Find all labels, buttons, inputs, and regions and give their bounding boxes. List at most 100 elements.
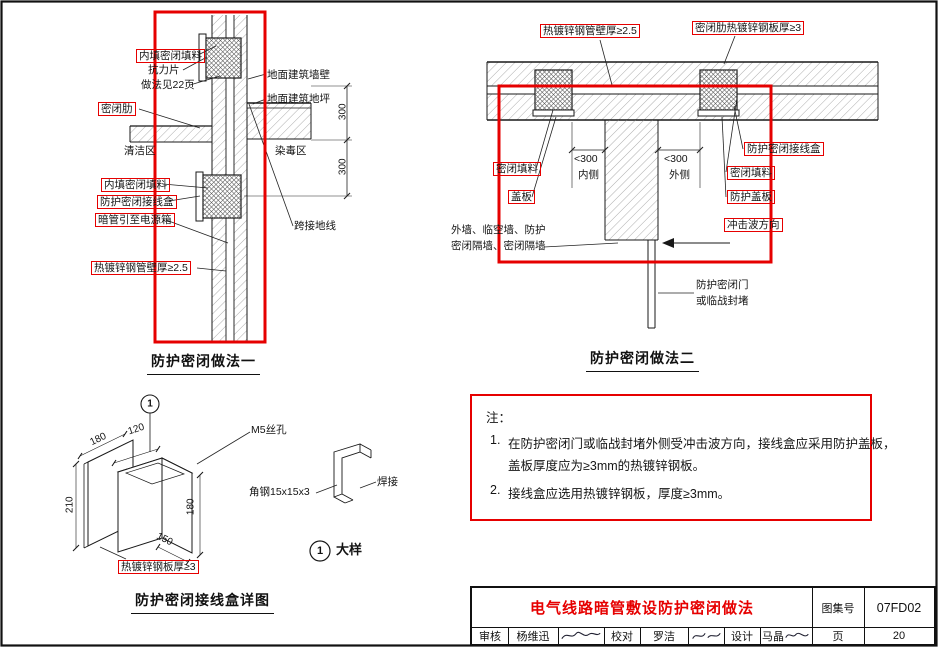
reviewer-name: 杨维迅	[516, 630, 550, 643]
box-b-cover-plate	[697, 109, 740, 117]
callout-circle-legend	[309, 540, 331, 562]
designer-name-cell: 马晶	[760, 627, 812, 644]
note-1-number: 1.	[490, 433, 501, 447]
label-cover-plate: 盖板	[508, 190, 535, 205]
detail2-leaders	[531, 35, 744, 294]
checker-name-cell: 罗洁	[640, 627, 688, 644]
callout-number-top: 1	[147, 399, 153, 410]
shockwave-arrow	[662, 238, 730, 248]
detail2-wall-plan	[486, 61, 879, 329]
cell-divider	[760, 627, 762, 644]
reviewer-label-cell: 审核	[472, 627, 508, 644]
note-1-line2: 盖板厚度应为≥3mm的热镀锌钢板。	[508, 459, 706, 473]
atlas-number-value-cell: 07FD02	[864, 588, 934, 627]
label-door-line1: 防护密闭门	[696, 279, 749, 291]
checker-name: 罗洁	[653, 630, 675, 643]
label-detail-name: 大样	[336, 542, 363, 557]
designer-label: 设计	[731, 630, 753, 643]
label-toxic-zone: 染毒区	[275, 145, 307, 157]
detail2-title: 防护密闭做法二	[586, 348, 699, 372]
notes-heading: 注：	[486, 411, 512, 425]
detail3-isometric-box	[72, 394, 377, 566]
label-resist-plate: 抗力片	[148, 64, 180, 76]
dimension-outer-side: 外侧	[669, 169, 690, 181]
reviewer-signature-scribble	[561, 631, 601, 640]
cell-divider	[640, 627, 642, 644]
note-2-number: 2.	[490, 483, 501, 497]
atlas-number-label-cell: 图集号	[812, 588, 864, 627]
label-ground-jumper: 跨接地线	[294, 220, 336, 232]
annotation-box-detail1	[153, 10, 267, 344]
notes-box: 注： 1. 在防护密闭门或临战封堵外侧受冲击波方向，接线盒应采用防护盖板， 盖板…	[470, 394, 896, 521]
title-block-col-divider-1	[812, 588, 814, 644]
atlas-number-label: 图集号	[821, 602, 855, 615]
box-a-cover-plate	[532, 109, 575, 117]
page-label-cell: 页	[812, 627, 864, 644]
label-rib-plate: 密闭肋热镀锌钢板厚≥3	[692, 21, 805, 36]
label-plate-spec: 热镀锌钢板厚≥3	[118, 560, 199, 575]
reviewer-label: 审核	[479, 630, 501, 643]
reviewer-signature-cell	[558, 627, 604, 644]
drawing-title-cell: 电气线路暗管敷设防护密闭做法	[472, 588, 812, 627]
page-number: 20	[892, 629, 906, 642]
cell-divider	[558, 627, 560, 644]
callout-number-legend: 1	[317, 545, 323, 557]
cell-divider	[724, 627, 726, 644]
box-opening	[124, 462, 186, 485]
note-2-line1: 接线盒应选用热镀锌钢板，厚度≥3mm。	[508, 487, 731, 501]
label-weld: 焊接	[377, 476, 398, 488]
label-junction-box-2: 防护密闭接线盒	[744, 142, 824, 157]
cell-divider	[688, 627, 690, 644]
label-junction-box-1: 防护密闭接线盒	[97, 195, 177, 210]
detail3-title: 防护密闭接线盒详图	[131, 590, 274, 614]
page-label: 页	[832, 630, 844, 643]
label-seal-rib: 密闭肋	[98, 102, 136, 117]
label-method-ref: 做法见22页	[141, 79, 195, 91]
label-walls-line2: 密闭隔墙、密闭隔墙	[451, 240, 546, 252]
label-m5-hole: M5丝孔	[251, 424, 287, 436]
title-block-row-divider	[472, 627, 934, 629]
label-protective-cover: 防护盖板	[727, 190, 775, 205]
detail1-wall-section	[129, 15, 312, 342]
label-ground-floor: 地面建筑地坪	[267, 93, 330, 105]
dimension-outer-value: <300	[664, 153, 688, 165]
box-side-face	[161, 457, 193, 554]
label-walls-line1: 外墙、临空墙、防护	[451, 224, 546, 236]
angle-steel-piece	[333, 443, 372, 504]
drawing-title: 电气线路暗管敷设防护密闭做法	[529, 600, 754, 617]
title-block-col-divider-2	[864, 588, 866, 644]
checker-label-cell: 校对	[604, 627, 640, 644]
designer-signature-scribble	[785, 632, 809, 638]
detail1-leaders	[138, 45, 352, 272]
checker-label: 校对	[611, 630, 633, 643]
label-fill-sealant-bottom: 内填密闭填料	[101, 178, 170, 193]
label-sealant-left: 密闭填料	[493, 162, 541, 177]
label-shock-direction: 冲击波方向	[724, 218, 783, 233]
detail1-title: 防护密闭做法一	[147, 351, 260, 375]
label-door-line2: 或临战封堵	[696, 295, 749, 307]
designer-name: 马晶	[762, 630, 784, 643]
title-block: 电气线路暗管敷设防护密闭做法 图集号 07FD02 审核 杨维迅 校对 罗洁	[470, 586, 936, 646]
label-clean-zone: 清洁区	[124, 145, 156, 157]
dimension-210: 210	[64, 496, 76, 514]
checker-signature-cell	[688, 627, 724, 644]
atlas-number-value: 07FD02	[876, 600, 922, 615]
label-ground-wall: 地面建筑墙壁	[267, 69, 330, 81]
label-sealant-right: 密闭填料	[727, 166, 775, 181]
label-angle-steel: 角钢15x15x3	[249, 486, 310, 498]
label-conduit-spec-1: 热镀锌钢管壁厚≥2.5	[91, 261, 191, 276]
page-value-cell: 20	[864, 627, 934, 644]
label-conduit-to-power: 暗管引至电源箱	[95, 213, 175, 228]
checker-signature-scribble	[692, 632, 721, 639]
dimension-300-b: 300	[337, 158, 349, 176]
reviewer-name-cell: 杨维迅	[508, 627, 558, 644]
dimension-300-a: 300	[337, 103, 349, 121]
label-conduit-spec-2: 热镀锌钢管壁厚≥2.5	[540, 24, 640, 39]
annotation-box-detail2	[497, 84, 773, 264]
designer-label-cell: 设计	[724, 627, 760, 644]
dimension-inner-side: 内侧	[578, 169, 599, 181]
label-fill-sealant-top: 内填密闭填料	[136, 49, 205, 64]
